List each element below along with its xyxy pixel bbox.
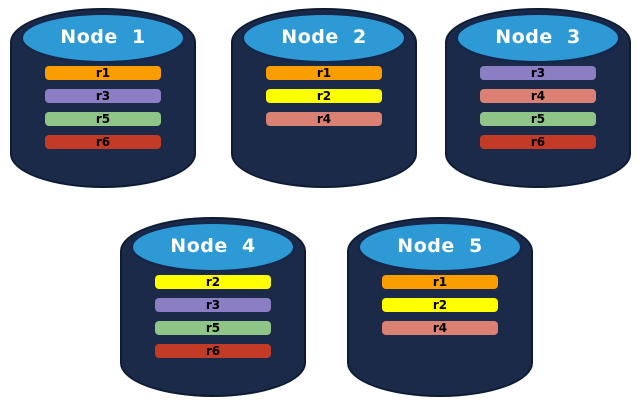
cylinder-top-ellipse: Node 1 (20, 12, 186, 64)
replica-bar-r6: r6 (45, 135, 161, 149)
replica-bar-r2: r2 (155, 275, 271, 289)
node-label: Node 1 (60, 26, 146, 48)
node-cylinder-5: Node 5 r1 r2 r4 (347, 217, 533, 397)
cylinder-top-ellipse: Node 4 (130, 221, 296, 273)
replica-bar-r5: r5 (480, 112, 596, 126)
replica-list: r1 r3 r5 r6 (45, 66, 161, 149)
replica-bar-r2: r2 (266, 89, 382, 103)
replica-bar-r2: r2 (382, 298, 498, 312)
replica-list: r2 r3 r5 r6 (155, 275, 271, 358)
cylinder-top-ellipse: Node 3 (455, 12, 621, 64)
replica-bar-r5: r5 (45, 112, 161, 126)
replica-list: r1 r2 r4 (382, 275, 498, 335)
replica-bar-r4: r4 (266, 112, 382, 126)
replica-bar-r6: r6 (155, 344, 271, 358)
node-cylinder-3: Node 3 r3 r4 r5 r6 (445, 8, 631, 188)
replica-bar-r6: r6 (480, 135, 596, 149)
cylinder-top-ellipse: Node 2 (241, 12, 407, 64)
replica-bar-r3: r3 (155, 298, 271, 312)
replica-list: r1 r2 r4 (266, 66, 382, 126)
replica-bar-r4: r4 (480, 89, 596, 103)
node-cylinder-2: Node 2 r1 r2 r4 (231, 8, 417, 188)
node-label: Node 2 (281, 26, 367, 48)
node-label: Node 3 (495, 26, 581, 48)
replica-bar-r4: r4 (382, 321, 498, 335)
node-cylinder-1: Node 1 r1 r3 r5 r6 (10, 8, 196, 188)
node-cylinder-4: Node 4 r2 r3 r5 r6 (120, 217, 306, 397)
replica-bar-r3: r3 (480, 66, 596, 80)
replica-list: r3 r4 r5 r6 (480, 66, 596, 149)
replica-bar-r1: r1 (382, 275, 498, 289)
replica-bar-r1: r1 (45, 66, 161, 80)
node-label: Node 4 (170, 235, 256, 257)
replica-bar-r1: r1 (266, 66, 382, 80)
cylinder-top-ellipse: Node 5 (357, 221, 523, 273)
replica-bar-r5: r5 (155, 321, 271, 335)
replica-bar-r3: r3 (45, 89, 161, 103)
node-label: Node 5 (397, 235, 483, 257)
